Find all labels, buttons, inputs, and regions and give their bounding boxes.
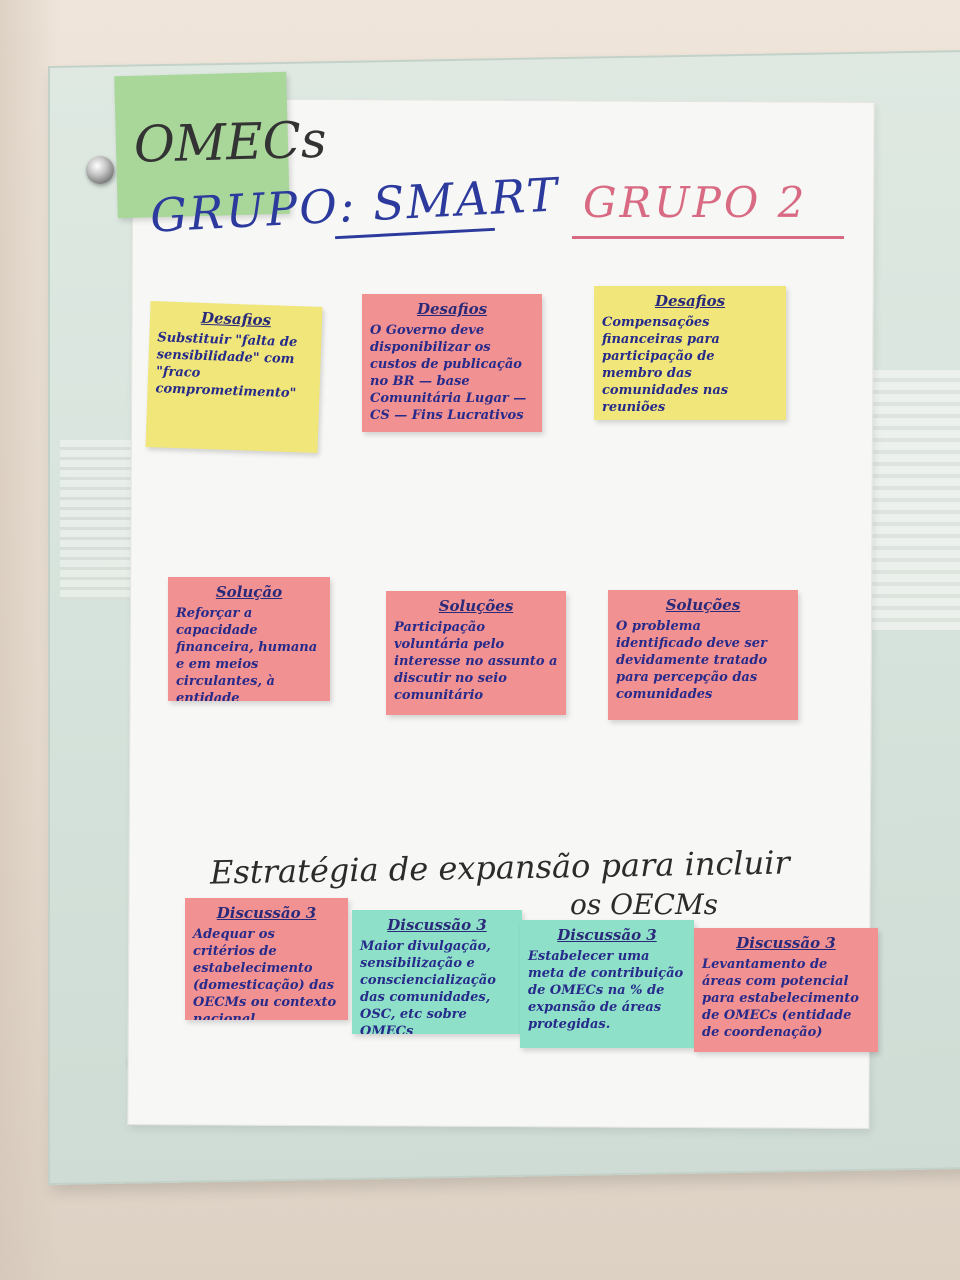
note-text: Substituir "falta de sensibilidade" com …	[155, 330, 298, 402]
strategy-heading-line2: os OECMs	[570, 888, 718, 921]
note-text: Participação voluntária pelo interesse n…	[394, 620, 558, 703]
note-heading: Solução	[215, 583, 283, 601]
solucao-note: Solução Reforçar a capacidade financeira…	[168, 577, 330, 701]
window-reflection	[870, 370, 960, 630]
solucao-note: Soluções O problema identificado deve se…	[608, 590, 798, 720]
note-heading: Soluções	[665, 596, 741, 614]
discussao-note: Discussão 3 Levantamento de áreas com po…	[694, 928, 878, 1052]
discussao-note: Discussão 3 Adequar os critérios de esta…	[185, 898, 348, 1020]
note-heading: Discussão 3	[557, 926, 657, 944]
discussao-note: Discussão 3 Estabelecer uma meta de cont…	[520, 920, 694, 1048]
glass-mount-bolt-top	[86, 156, 114, 184]
desafio-note: Desafios O Governo deve disponibilizar o…	[362, 294, 542, 432]
note-text: Levantamento de áreas com potencial para…	[702, 957, 859, 1040]
note-text: Reforçar a capacidade financeira, humana…	[176, 606, 318, 701]
desafio-note: Desafios Compensações financeiras para p…	[594, 286, 786, 420]
note-text: Maior divulgação, sensibilização e consc…	[360, 939, 496, 1034]
note-text: O Governo deve disponibilizar os custos …	[370, 323, 527, 423]
note-heading: Desafios	[416, 300, 488, 318]
note-text: Compensações financeiras para participaç…	[602, 315, 729, 415]
note-heading: Soluções	[438, 597, 514, 615]
note-heading: Desafios	[654, 292, 726, 310]
desafio-note: Desafios Substituir "falta de sensibilid…	[145, 301, 323, 453]
note-text: Adequar os critérios de estabelecimento …	[193, 927, 337, 1020]
note-text: Estabelecer uma meta de contribuição de …	[528, 949, 684, 1032]
omecs-label: OMECs	[133, 110, 328, 174]
note-heading: Discussão 3	[736, 934, 836, 952]
note-text: O problema identificado deve ser devidam…	[616, 619, 768, 702]
solucao-note: Soluções Participação voluntária pelo in…	[386, 591, 566, 715]
grupo-2-heading: GRUPO 2	[583, 178, 808, 227]
note-heading: Discussão 3	[387, 916, 487, 934]
note-heading: Discussão 3	[216, 904, 317, 922]
note-heading: Desafios	[200, 308, 272, 330]
discussao-note: Discussão 3 Maior divulgação, sensibiliz…	[352, 910, 522, 1034]
grupo-2-underline	[572, 236, 844, 239]
